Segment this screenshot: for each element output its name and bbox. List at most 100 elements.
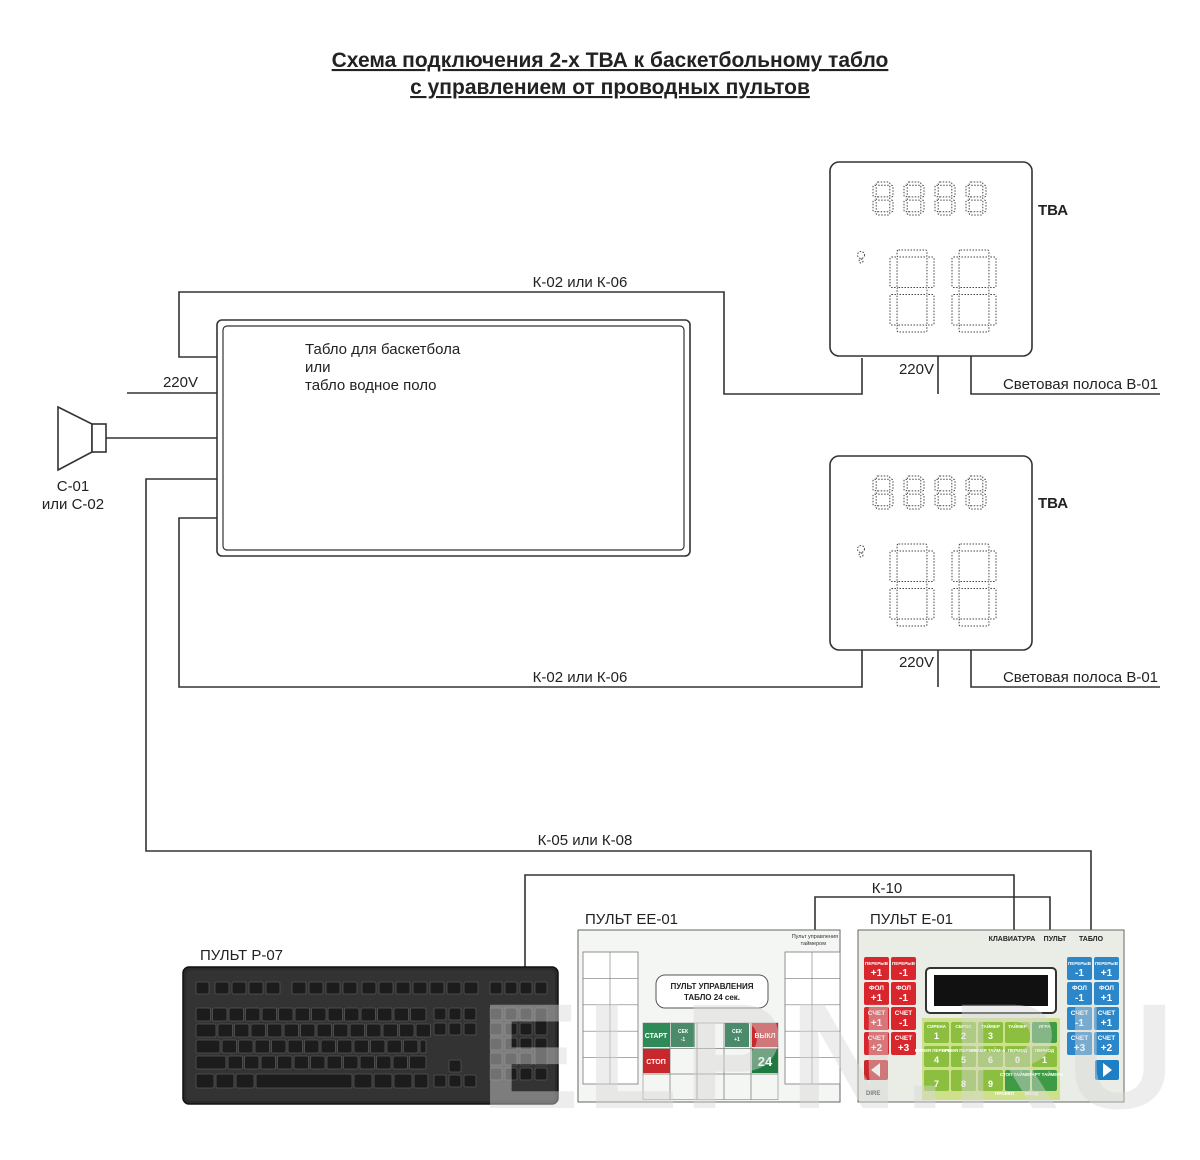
e01-green-button[interactable]	[1005, 1070, 1030, 1091]
keyboard-key	[463, 981, 479, 995]
digit-segment	[903, 184, 908, 198]
keyboard-key	[310, 1055, 326, 1070]
e01-green-button[interactable]	[1005, 1046, 1030, 1067]
e01-right-button-6[interactable]	[1067, 1032, 1092, 1055]
e01-green-button[interactable]	[924, 1070, 949, 1091]
keyboard-key	[378, 981, 394, 995]
keyboard-key	[291, 981, 307, 995]
e01-left-button-4[interactable]	[864, 1007, 889, 1030]
e01-right-button-4[interactable]	[1067, 1007, 1092, 1030]
e01-green-button-digit: 0	[1015, 1055, 1020, 1065]
e01-right-button-5[interactable]	[1094, 1007, 1119, 1030]
e01-right-button-1[interactable]	[1094, 957, 1119, 980]
keyboard-key	[489, 981, 503, 995]
digit-segment	[875, 196, 891, 201]
e01-left-button-5[interactable]	[891, 1007, 916, 1030]
keyboard-key	[534, 1067, 548, 1081]
digit-segment	[982, 184, 987, 198]
e01-green-button[interactable]	[978, 1070, 1003, 1091]
keyboard-key	[504, 1052, 518, 1066]
digit-segment	[875, 505, 891, 510]
keyboard-key	[386, 1039, 402, 1054]
e01-right-button-0[interactable]	[1067, 957, 1092, 980]
e01-green-button[interactable]	[1032, 1022, 1057, 1043]
keyboard-key	[325, 981, 341, 995]
e01-right-button-label: ПЕРЕРЫВ	[1095, 961, 1119, 966]
console-ee01: Пульт управления таймером ПУЛЬТ УПРАВЛЕН…	[577, 929, 841, 1103]
e01-green-button[interactable]	[924, 1046, 949, 1067]
e01-left-button-1[interactable]	[891, 957, 916, 980]
keyboard-key	[448, 1007, 462, 1021]
keyboard-key	[231, 981, 247, 995]
keyboard-key	[195, 1039, 221, 1054]
e01-right-button-2[interactable]	[1067, 982, 1092, 1005]
keyboard-key	[300, 1023, 316, 1038]
keyboard-key	[504, 1067, 518, 1081]
digit-segment	[896, 324, 928, 333]
keyboard-key	[433, 1007, 447, 1021]
digit-segment	[968, 490, 984, 495]
ee01-sec-plus-button[interactable]	[725, 1023, 749, 1047]
e01-green-button-label: ВРЕМЯ ТАЙМ-АУТ	[970, 1046, 1011, 1053]
digit-segment	[982, 493, 987, 507]
keyboard-key	[294, 1007, 310, 1022]
e01-green-button-digit: 3	[988, 1031, 993, 1041]
digit-segment	[875, 181, 891, 186]
e01-right-button-3[interactable]	[1094, 982, 1119, 1005]
digit-segment	[903, 493, 908, 507]
e01-green-button[interactable]	[1032, 1070, 1057, 1091]
ee01-24-button[interactable]	[752, 1049, 778, 1073]
keyboard-key	[415, 1023, 431, 1038]
keyboard-key	[215, 1073, 235, 1089]
e01-right-button-label: СЧЕТ	[1098, 1010, 1115, 1017]
keyboard-key	[195, 1055, 227, 1070]
keyboard-key	[446, 981, 462, 995]
ee01-panel-1: ПУЛЬТ УПРАВЛЕНИЯ	[670, 982, 753, 991]
e01-left-button-value: +1	[871, 968, 883, 979]
digit-segment	[906, 196, 922, 201]
e01-left-button-7[interactable]	[891, 1032, 916, 1055]
keyboard-key	[244, 1055, 260, 1070]
ee01-stop-button[interactable]	[643, 1049, 670, 1073]
ee01-start-button[interactable]	[643, 1023, 670, 1047]
ee01-off-button[interactable]	[752, 1023, 778, 1047]
e01-green-button[interactable]	[951, 1070, 976, 1091]
keyboard-key	[433, 1074, 447, 1088]
keyboard-key	[255, 1073, 353, 1089]
keyboard-key	[271, 1039, 287, 1054]
digit-segment	[958, 543, 990, 552]
keyboard-icon	[182, 966, 559, 1105]
e01-left-button-3[interactable]	[891, 982, 916, 1005]
keyboard-key	[235, 1073, 255, 1089]
keyboard-key	[248, 981, 264, 995]
e01-left-button-0[interactable]	[864, 957, 889, 980]
digit-segment	[968, 475, 984, 480]
e01-green-button[interactable]	[978, 1022, 1003, 1043]
cable-label-bottom: К-02 или К-06	[533, 669, 628, 686]
digit-segment	[872, 199, 877, 213]
e01-left-button-6[interactable]	[864, 1032, 889, 1055]
e01-green-button-label: ТАЙМЕР	[1008, 1022, 1027, 1029]
e01-green-button[interactable]	[951, 1022, 976, 1043]
digit-segment	[934, 199, 939, 213]
ee01-sec-minus-button[interactable]	[671, 1023, 695, 1047]
digit-segment	[951, 184, 956, 198]
keyboard-key	[419, 1039, 427, 1054]
e01-green-button-label: ТАЙМЕР	[981, 1022, 1000, 1029]
e01-green-button[interactable]	[1032, 1046, 1057, 1067]
e01-left-button-label: ПЕРЕРЫВ	[865, 961, 889, 966]
digit-segment	[896, 580, 928, 590]
indicator-dot	[857, 545, 865, 553]
e01-green-button[interactable]	[1005, 1022, 1030, 1043]
digit-segment	[889, 493, 894, 507]
e01-right-button-7[interactable]	[1094, 1032, 1119, 1055]
e01-green-button[interactable]	[978, 1046, 1003, 1067]
e01-green-button-label: ПЕРИОД	[1008, 1048, 1028, 1053]
ee01-key-column	[582, 951, 639, 1085]
e01-left-button-2[interactable]	[864, 982, 889, 1005]
ee01-off-label: ВЫКЛ	[754, 1033, 775, 1040]
keyboard-key	[504, 1037, 518, 1051]
e01-green-button[interactable]	[951, 1046, 976, 1067]
keyboard-key	[376, 1055, 392, 1070]
e01-green-button[interactable]	[924, 1022, 949, 1043]
